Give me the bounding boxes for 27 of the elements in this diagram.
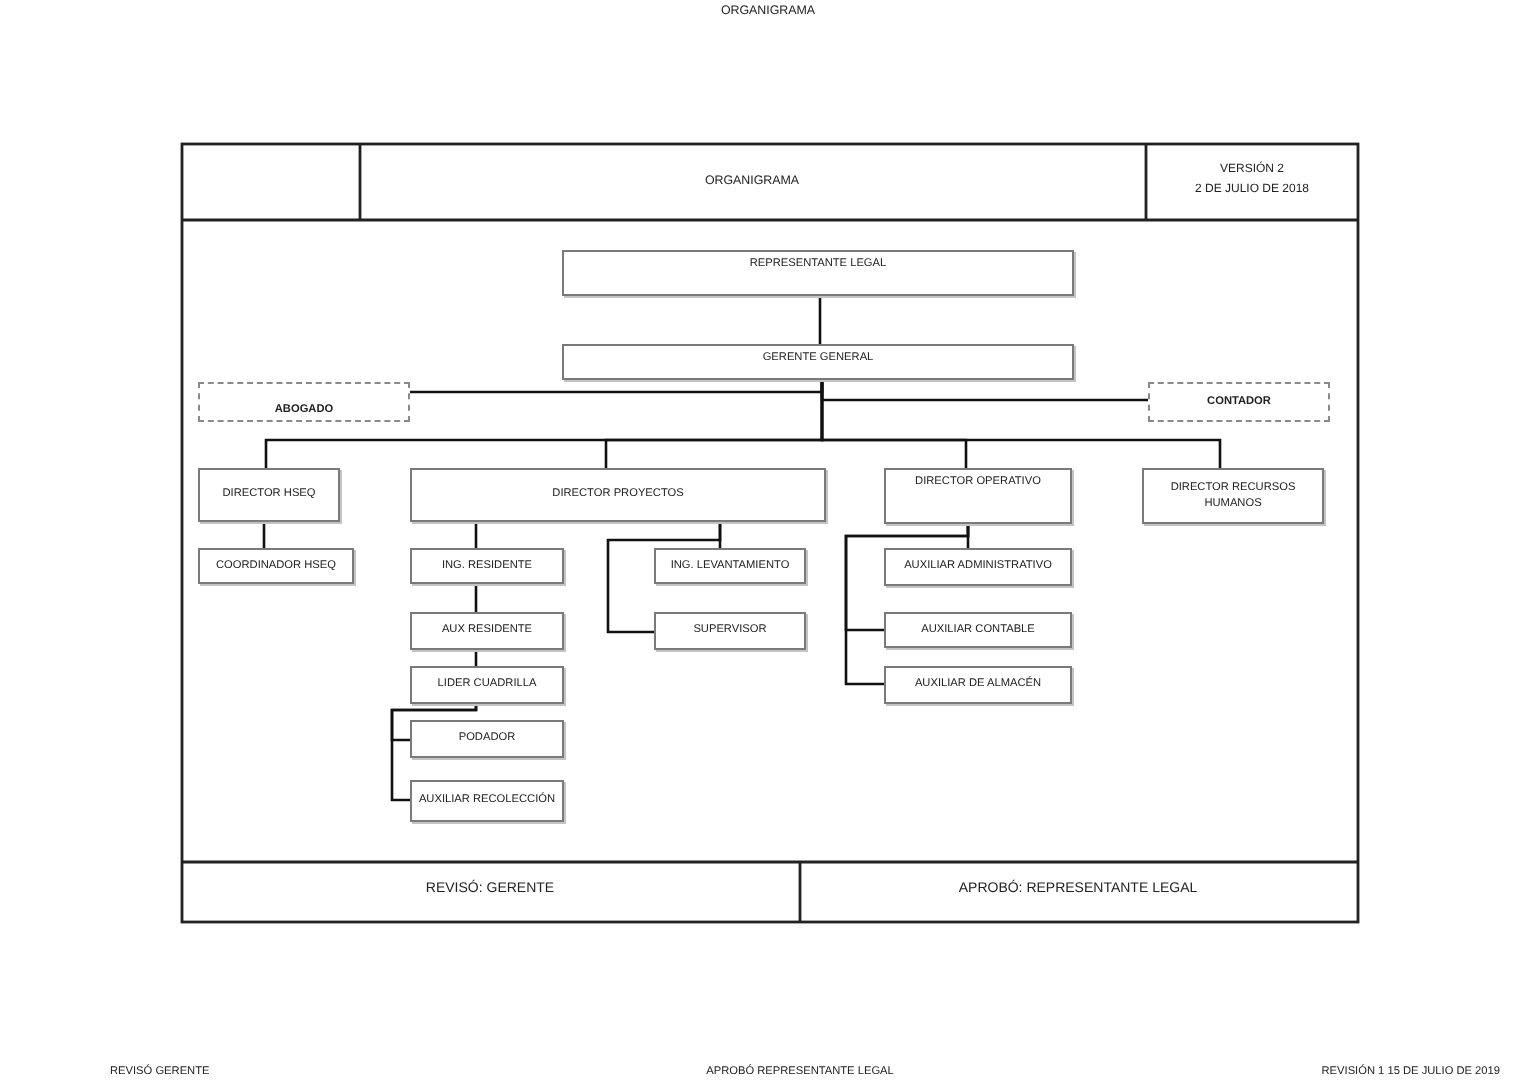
connector-line xyxy=(262,522,266,548)
connector-line xyxy=(844,524,970,686)
position-box xyxy=(884,548,1072,586)
position-box xyxy=(562,250,1074,296)
connector-line xyxy=(474,584,478,612)
position-box xyxy=(654,548,806,584)
connector-line xyxy=(606,522,722,634)
connector-line xyxy=(390,704,478,802)
position-box xyxy=(562,344,1074,380)
position-box xyxy=(410,780,564,822)
position-box xyxy=(410,548,564,584)
position-box xyxy=(884,612,1072,648)
position-box xyxy=(198,548,354,584)
position-box xyxy=(410,720,564,758)
position-box xyxy=(884,468,1072,524)
position-box xyxy=(884,666,1072,704)
position-box xyxy=(1142,468,1324,524)
position-box xyxy=(654,612,806,650)
position-box xyxy=(198,468,340,522)
connector-line xyxy=(474,522,478,548)
connector-line xyxy=(820,380,1222,468)
advisor-box xyxy=(1148,382,1330,422)
connector-line xyxy=(818,296,822,344)
position-box xyxy=(410,612,564,650)
position-box xyxy=(410,468,826,522)
advisor-box xyxy=(198,382,410,422)
position-box xyxy=(410,666,564,704)
